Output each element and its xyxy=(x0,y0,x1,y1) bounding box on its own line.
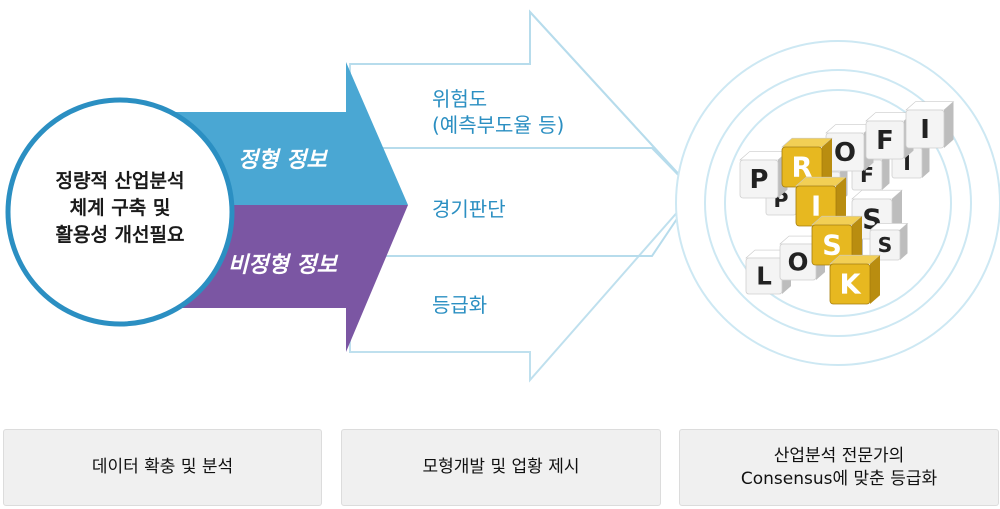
circle-line-1: 정량적 산업분석 xyxy=(55,170,185,192)
item-risk-line-1: 위험도 xyxy=(432,87,488,111)
row-divider-1 xyxy=(350,9,696,193)
cube-risk-3: K xyxy=(829,254,881,305)
box-2-line-1: 모형개발 및 업황 제시 xyxy=(422,457,580,477)
cube-loss-0-letter: L xyxy=(756,262,772,291)
box-3-line-1: 산업분석 전문가의 xyxy=(773,445,905,466)
cube-top-3-letter: F xyxy=(876,126,894,156)
cube-top-0: P xyxy=(739,151,789,199)
item-rating: 등급화 xyxy=(432,293,488,317)
structured-info-label: 정형 정보 xyxy=(238,148,327,173)
cube-top-4-letter: I xyxy=(920,115,930,145)
box-1-line-1: 데이터 확충 및 분석 xyxy=(91,457,234,477)
item-risk-line-2: (예측부도율 등) xyxy=(432,113,565,137)
circle-text: 정량적 산업분석 체계 구축 및 활용성 개선필요 xyxy=(20,168,220,249)
cube-loss-back-letter: S xyxy=(878,233,893,257)
left-circle xyxy=(5,97,235,327)
risk-cubes-image: POFIPOFILOSSSRISK xyxy=(739,101,955,305)
cube-top-4: I xyxy=(905,101,955,149)
cube-risk-1-letter: I xyxy=(811,192,821,223)
flow-diagram: POFIPOFILOSSSRISK xyxy=(5,9,1000,383)
box-expert-consensus: 산업분석 전문가의 Consensus에 맞춘 등급화 xyxy=(679,429,999,506)
box-3-line-2: Consensus에 맞춘 등급화 xyxy=(740,468,938,489)
cube-loss-back: S xyxy=(869,223,909,261)
cube-risk-3-letter: K xyxy=(839,270,861,301)
box-model-development: 모형개발 및 업황 제시 xyxy=(341,429,661,506)
circle-line-3: 활용성 개선필요 xyxy=(55,224,185,246)
cube-top-0-letter: P xyxy=(750,165,769,195)
cube-top-2-letter: O xyxy=(834,138,856,168)
item-risk: 위험도 (예측부도율 등) xyxy=(432,86,564,138)
cube-risk-2: S xyxy=(811,215,863,266)
box-data-expansion: 데이터 확충 및 분석 xyxy=(3,429,322,506)
cube-top-2: O xyxy=(825,124,875,172)
item-business-cycle: 경기판단 xyxy=(432,197,506,221)
circle-line-2: 체계 구축 및 xyxy=(69,197,171,219)
cube-loss-1-letter: O xyxy=(788,248,809,277)
unstructured-info-label: 비정형 정보 xyxy=(228,253,337,278)
cube-risk-0-letter: R xyxy=(792,153,813,184)
cube-back-3-letter: I xyxy=(903,151,911,175)
structured-band xyxy=(170,62,408,205)
cube-risk-2-letter: S xyxy=(822,231,842,262)
